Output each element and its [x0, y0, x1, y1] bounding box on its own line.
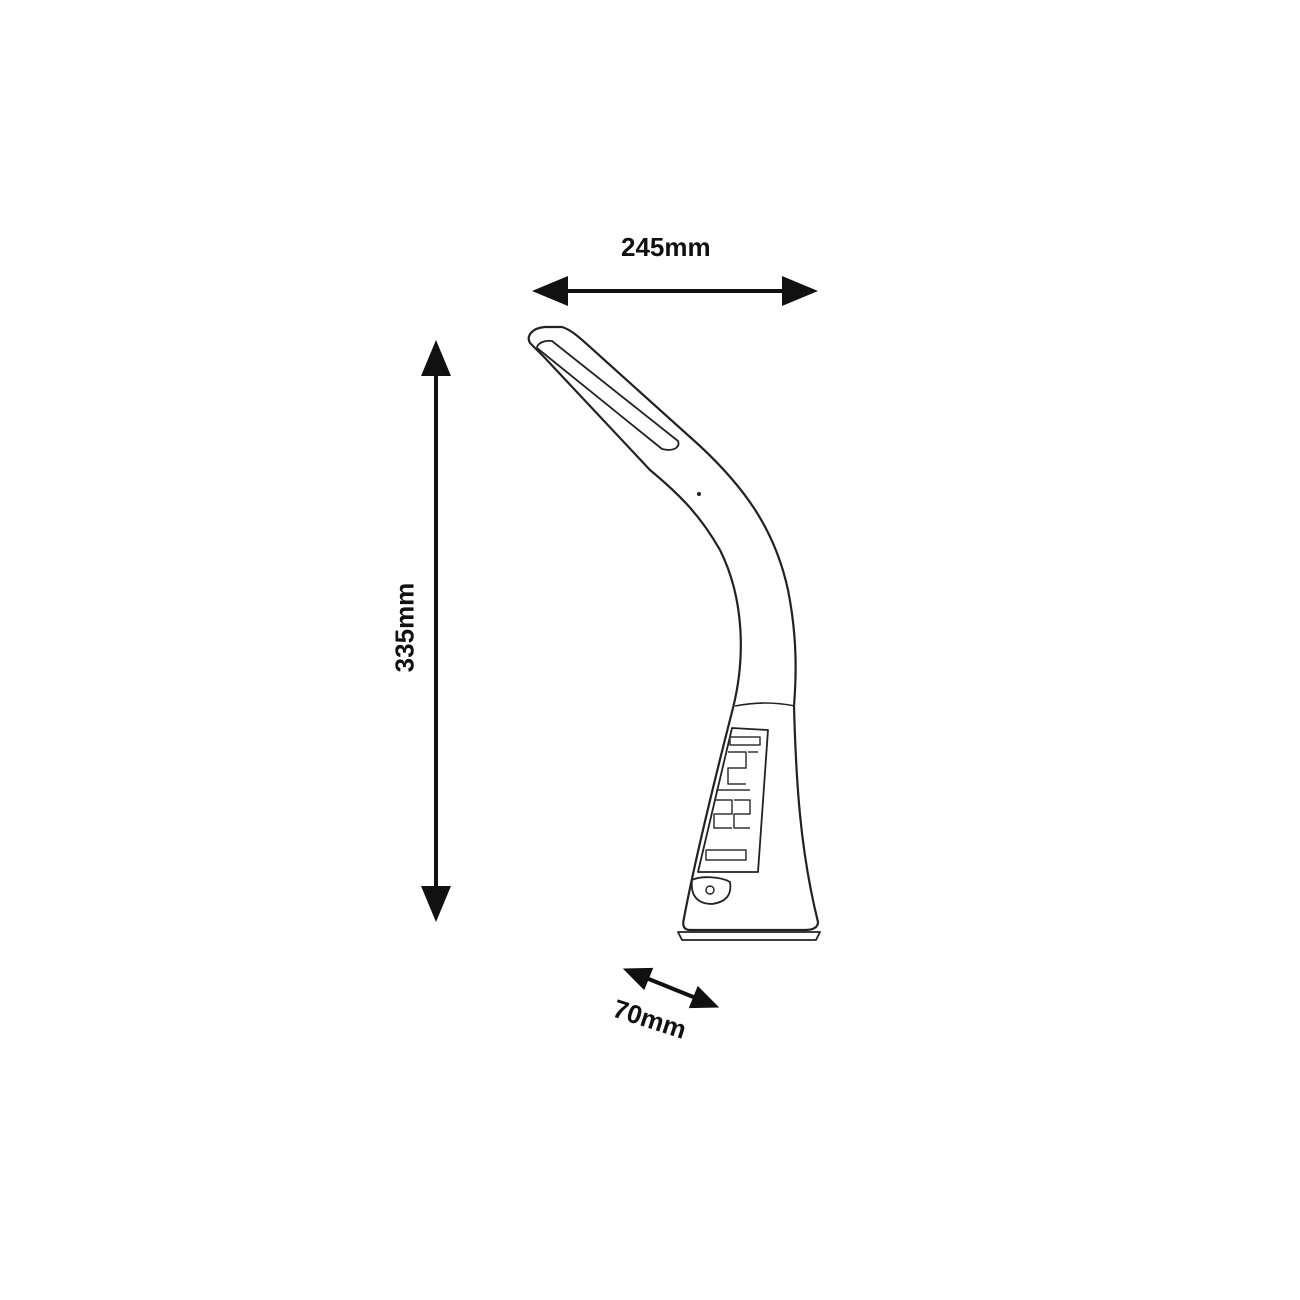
- lamp: [527, 325, 821, 941]
- height-dimension-arrow: [421, 340, 451, 922]
- light-strip-window: [536, 339, 680, 451]
- base-plate: [677, 931, 821, 941]
- lamp-arm-outline: [527, 325, 820, 932]
- power-icon: [705, 885, 715, 895]
- lcd-display: [697, 727, 769, 873]
- depth-dimension-arrow: [622, 967, 720, 1009]
- width-dimension-arrow: [532, 276, 818, 306]
- base-seam: [734, 702, 796, 707]
- sensor-dot: [697, 492, 701, 496]
- height-label: 335mm: [389, 582, 420, 673]
- lcd-digits: [705, 736, 761, 861]
- power-button: [690, 876, 732, 905]
- width-label: 245mm: [621, 232, 711, 262]
